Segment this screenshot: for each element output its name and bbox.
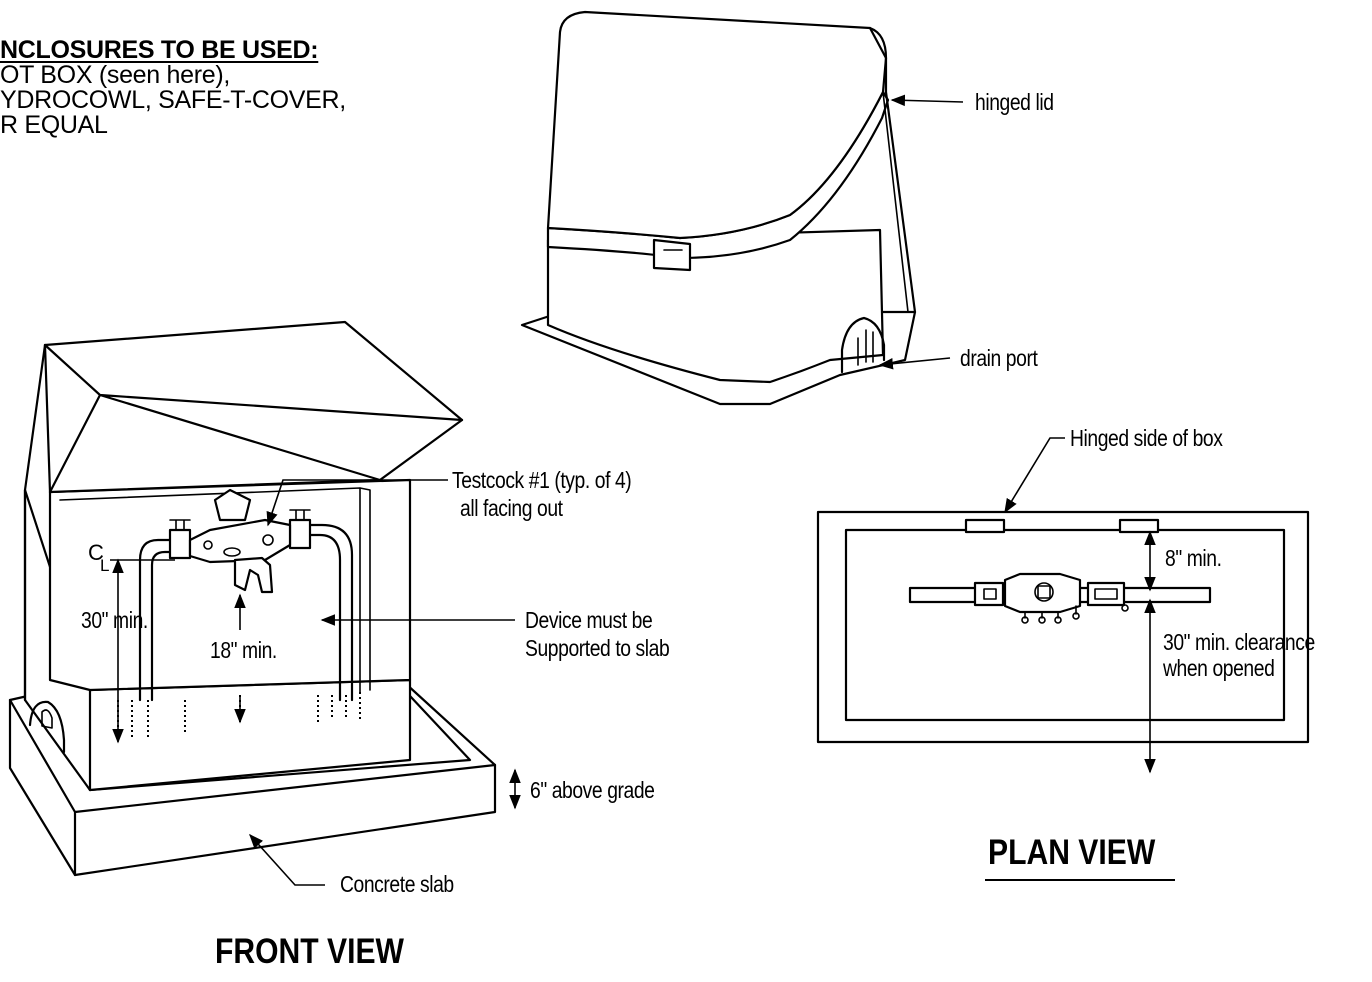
enclosure-notes: NCLOSURES TO BE USED: OT BOX (seen here)… [0, 38, 346, 138]
drain-port-arrow [878, 357, 951, 370]
plan-inner-outline [844, 528, 1286, 722]
iso-body-lower [546, 228, 885, 384]
plan-view-title: PLAN VIEW [988, 833, 1156, 872]
iso-lid-side [868, 26, 917, 314]
label-device-line1: Device must be [525, 607, 653, 633]
front-view-title: FRONT VIEW [215, 932, 404, 971]
front-enclosure [8, 320, 497, 877]
front-drain-port [28, 700, 66, 754]
label-hinged-lid: hinged lid [975, 89, 1054, 115]
label-centerline-c: C [88, 540, 104, 565]
label-concrete-slab: Concrete slab [340, 871, 454, 897]
label-8-min: 8" min. [1165, 545, 1222, 571]
label-above-grade: 6" above grade [530, 777, 655, 803]
label-device-line2: Supported to slab [525, 635, 670, 661]
label-testcock-line1: Testcock #1 (typ. of 4) [452, 467, 632, 493]
label-drain-port: drain port [960, 345, 1038, 371]
notes-line-3: R EQUAL [0, 111, 108, 139]
label-clearance-line1: 30" min. clearance [1163, 629, 1315, 655]
front-backflow-device [138, 488, 354, 702]
concrete-slab-leader [249, 833, 325, 886]
label-30-min: 30" min. [81, 607, 148, 633]
plan-hinge-right [1118, 518, 1160, 534]
testcock-leader [266, 479, 448, 527]
plan-enclosure [816, 510, 1310, 744]
iso-drain-port-arch [840, 316, 886, 374]
front-open-lid [43, 320, 464, 494]
iso-enclosure [520, 10, 917, 406]
notes-line-2: YDROCOWL, SAFE-T-COVER, [0, 86, 346, 114]
label-testcock-line2: all facing out [460, 495, 563, 521]
label-clearance-line2: when opened [1163, 655, 1275, 681]
iso-latch [652, 238, 692, 272]
notes-line-1: OT BOX (seen here), [0, 61, 231, 89]
notes-heading: NCLOSURES TO BE USED: [0, 36, 319, 64]
label-18-min: 18" min. [210, 637, 277, 663]
hinged-side-leader [1004, 437, 1065, 514]
label-hinged-side: Hinged side of box [1070, 425, 1223, 451]
label-centerline-l: L [100, 556, 110, 575]
plan-hinge-left [964, 518, 1006, 534]
hinged-lid-arrow [890, 94, 964, 107]
iso-lid [546, 10, 888, 240]
plan-outer-outline [816, 510, 1310, 744]
